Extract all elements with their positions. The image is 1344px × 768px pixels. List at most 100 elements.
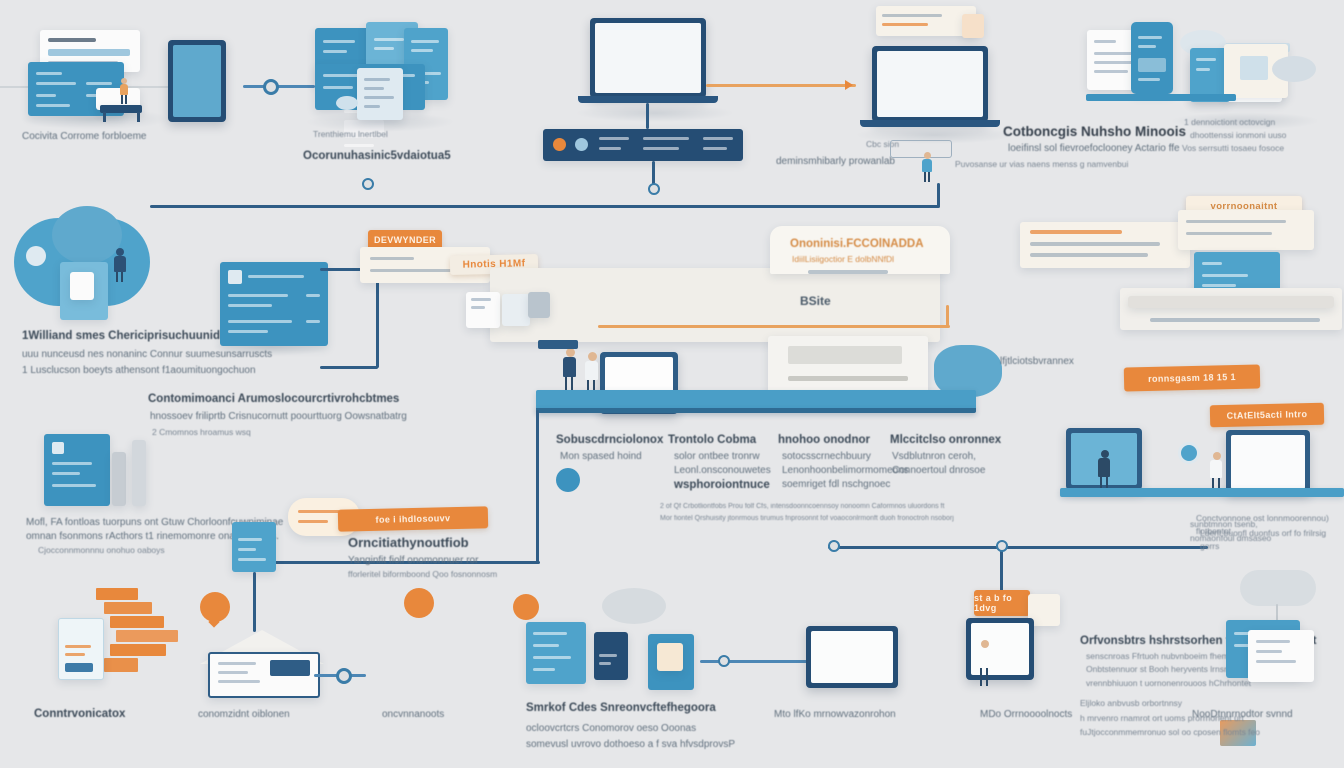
mp-panel <box>1138 58 1166 72</box>
callout-pill[interactable]: foe i ihdlosouvv <box>337 506 489 532</box>
caption-laptop-analytics-sub: loeifinsl sol fievroefoclooney Actario f… <box>1008 143 1180 154</box>
pc-b-line2 <box>374 47 394 50</box>
server-rack <box>543 129 743 161</box>
pc-c-line3 <box>411 72 441 75</box>
mrd-image <box>1240 56 1268 80</box>
pc-o-line3 <box>364 96 394 99</box>
bottom-tablet-chart <box>806 626 898 688</box>
msc-line1 <box>1196 58 1216 61</box>
right-tablet-a <box>1066 428 1142 490</box>
center-panel <box>490 268 940 342</box>
desk-leg-right <box>137 112 140 122</box>
blc-icon <box>52 442 64 454</box>
brmb-l2 <box>1234 644 1256 647</box>
mdc-line4 <box>1094 70 1128 73</box>
connector-bottom-right-v <box>1000 548 1003 596</box>
rcpa-l2 <box>1186 232 1272 235</box>
pc-o-line4 <box>364 105 380 108</box>
callout-heading: Orncitiathynoutfiob <box>348 535 469 550</box>
person-body <box>978 648 990 668</box>
sb-line2 <box>228 294 288 297</box>
blc-l1 <box>52 462 92 465</box>
chevron-orange-top <box>845 80 853 90</box>
appliance-line <box>788 376 908 381</box>
person-right-tablet-b <box>1208 452 1226 494</box>
badge-right-panel[interactable]: CtAtEIt5acti Intro <box>1209 402 1325 428</box>
band-col-0-heading: Sobuscdrnciolonox <box>556 434 664 446</box>
person-leg-l <box>1212 478 1214 494</box>
caption-server-block: Contomimoanci Arumoslocourcrtivrohcbtmes <box>148 393 400 405</box>
cloud-farright <box>1272 56 1316 82</box>
bcl-l3 <box>533 656 571 659</box>
person-body <box>563 357 576 377</box>
bottom-tablet-chart-screen <box>811 631 893 683</box>
band-col-2-line-1: Lenonhoonbelimormomeons <box>782 465 909 476</box>
server-line-5 <box>703 137 733 140</box>
mdc-line1 <box>1094 40 1116 43</box>
pc-d-line2 <box>323 86 353 89</box>
mdc-line3 <box>1094 61 1134 64</box>
caption-panel-cluster: Ocorunuhasinic5vdaiotua5 <box>303 150 451 162</box>
cloud-caption-sub: Lderlt buonfl duonfus orf fo frilrsig go… <box>1200 528 1327 551</box>
laptop-form <box>590 18 1290 102</box>
caption-bottom-left-sub: omnan fsonmons rActhors t1 rinemomonre o… <box>26 531 279 542</box>
server-line-3 <box>643 137 689 140</box>
person-leg-r <box>121 272 123 282</box>
server-line-2 <box>599 147 621 150</box>
connector-note-to-house <box>253 572 256 632</box>
person-body <box>1210 460 1222 478</box>
right-device-strip <box>1128 296 1334 308</box>
person-leg-l <box>980 668 982 686</box>
rcpa-l1 <box>1186 220 1286 223</box>
bottom-cloud-grey <box>602 588 666 624</box>
rcst-line2 <box>1030 242 1160 246</box>
person-at-desk <box>118 78 130 104</box>
bbn-l2 <box>238 548 256 551</box>
oco-l1 <box>65 645 91 648</box>
badge-right-small[interactable]: st a b fo 1dvg <box>974 590 1030 616</box>
msc-line2 <box>1196 68 1210 71</box>
bbn-l3 <box>238 558 266 561</box>
person-leg-l <box>121 95 123 104</box>
laptop-analytics-base <box>860 120 1000 127</box>
right-sync-icon <box>1178 442 1200 464</box>
doc-title-bar <box>48 38 96 42</box>
connector-band-bottom <box>252 561 540 564</box>
cloud-sync-icon <box>26 246 46 266</box>
person-body <box>922 159 932 172</box>
caption-cloud-block-sub: uuu nunceusd nes nonaninc Connur suumesu… <box>22 349 273 360</box>
right-device-line <box>1150 318 1320 322</box>
right-base-band <box>1060 488 1344 497</box>
hb-l3 <box>218 680 260 683</box>
rcst-line3 <box>1030 253 1148 257</box>
bottom-right-sub6: fuJtjocconmmemronuo sol oo cposen flomts… <box>1080 727 1261 737</box>
center-panel-subtitle: IdiilLisiigoctior E dolbNNfDl <box>792 254 895 264</box>
caption-mobile-cloud-sub2: Vos serrsutti tosaeu fosoce <box>1182 143 1285 153</box>
right-tablet-b <box>1226 430 1310 494</box>
connector-node-bottom-2 <box>718 655 730 667</box>
bottom-label-2: oncvnnanoots <box>382 709 445 720</box>
bottom-label-5: NooDtnnrnodtor svnnd <box>1192 709 1293 720</box>
bottom-card-doc <box>648 634 694 690</box>
band-col-2-heading: hnohoo onodnor <box>778 434 870 446</box>
badge-left[interactable]: DEVWYNDER <box>368 230 442 250</box>
center-mini-card-a <box>466 292 500 328</box>
connector-node-br2 <box>828 540 840 552</box>
shadow-mobile-cloud <box>1170 112 1320 130</box>
doc-body-line-2 <box>36 82 76 85</box>
stacked-doc-topright <box>876 6 976 36</box>
caption-bottom-left: Mofl, FA fontloas tuorpuns ont Gtuw Chor… <box>26 517 284 528</box>
laptop-form-screen <box>595 23 1290 102</box>
center-rail-bar <box>538 340 578 349</box>
laptop-analytics-screen <box>877 51 983 117</box>
center-panel-top <box>770 226 950 274</box>
mobile-side-card <box>1190 48 1230 102</box>
bottom-mid-sub: ocloovcrtcrs Conomorov oeso Ooonas <box>526 723 697 734</box>
laptop-form-base <box>578 96 718 103</box>
badge-orange-right[interactable]: ronnsgasm 18 15 1 <box>1123 364 1261 392</box>
cloud-doc-inner <box>70 272 94 300</box>
pc-o-line2 <box>364 87 384 90</box>
bottom-left-card <box>44 434 110 506</box>
orange-bulb-icon <box>513 594 539 620</box>
